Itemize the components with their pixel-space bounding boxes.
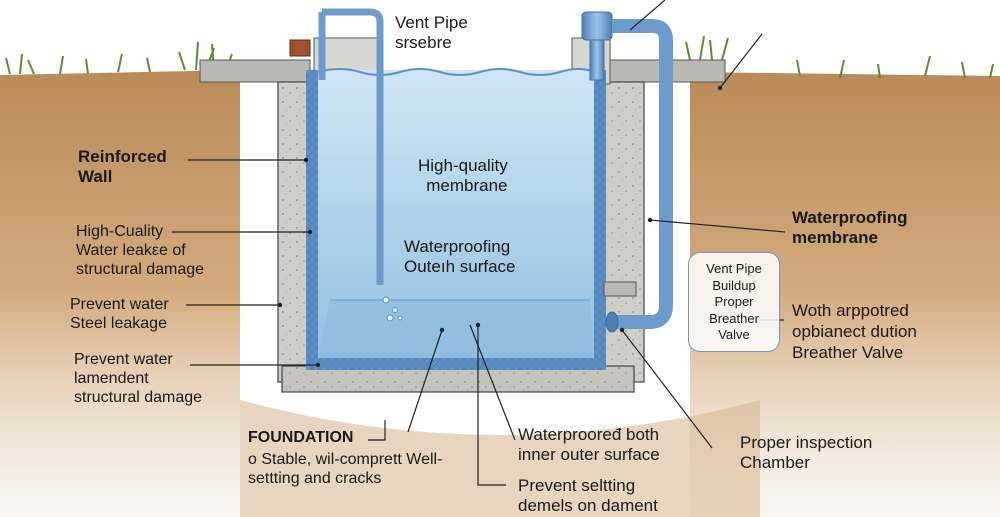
water-surface [317, 68, 595, 76]
soil-right [690, 72, 1000, 517]
vent-pipe-right [612, 19, 673, 305]
foundation-sub-label: o Stable, wil-comprett Well-settting and… [248, 451, 443, 487]
foundation-title: FOUNDATION [248, 429, 354, 446]
grass-left [5, 41, 233, 75]
soil [0, 70, 240, 517]
vent-cap [581, 11, 613, 41]
grass-right [685, 35, 994, 79]
vent-pipe-inner [322, 8, 384, 285]
